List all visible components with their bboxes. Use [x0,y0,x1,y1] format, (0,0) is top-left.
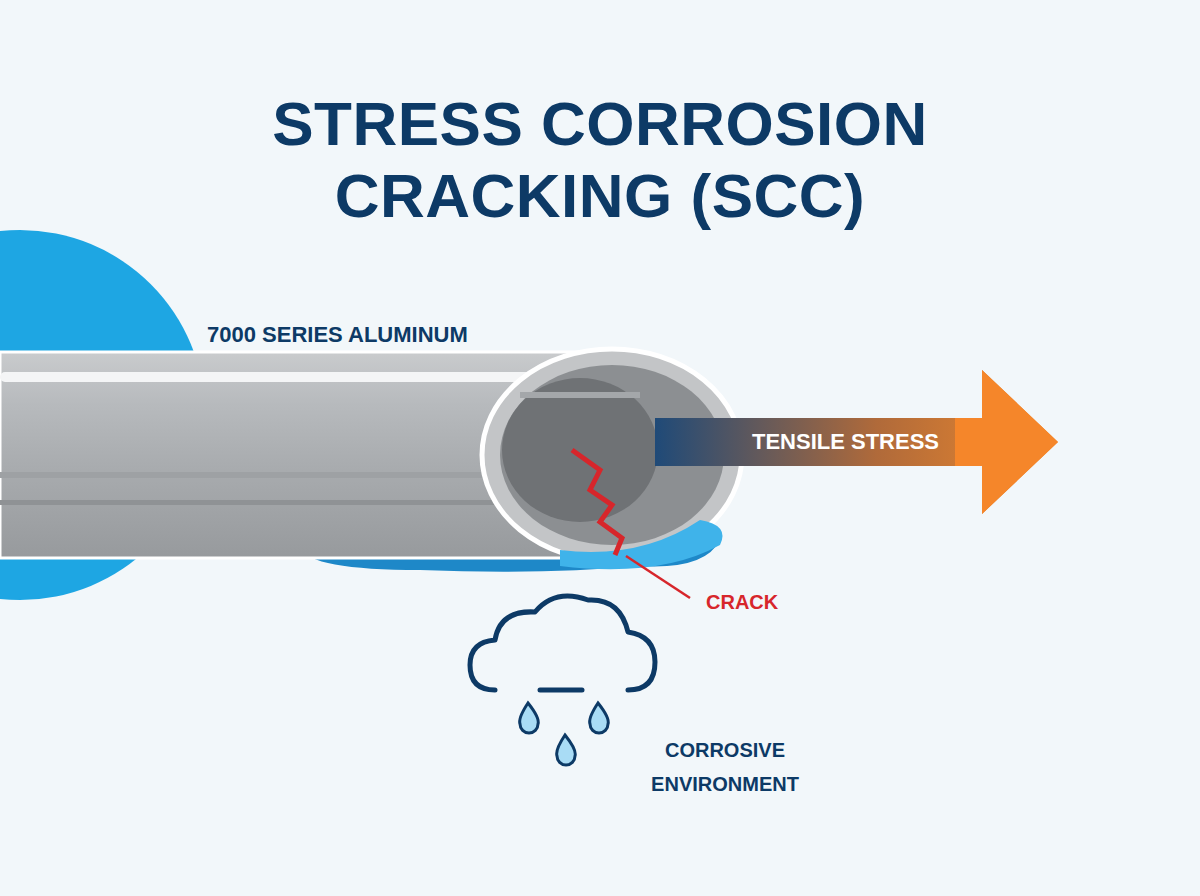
rain-drop [520,703,539,733]
environment-label: CORROSIVE ENVIRONMENT [640,733,810,801]
rain-drop [557,735,576,765]
cloud-icon [470,596,655,690]
crack-line [572,450,622,555]
stress-label: TENSILE STRESS [752,429,939,455]
tensile-arrow [655,370,1058,514]
rain-drop [590,703,609,733]
crack-leader [626,556,690,598]
bore-highlight [520,392,640,398]
arrow-head [955,370,1058,514]
cloud-base [540,688,582,693]
diagram-title: STRESS CORROSION CRACKING (SCC) [200,88,1000,232]
crack-label: CRACK [706,591,778,614]
pipe-highlight [0,372,600,382]
material-label: 7000 SERIES ALUMINUM [207,322,468,348]
water-edge [560,520,723,569]
pipe-bore-shadow [502,378,658,522]
